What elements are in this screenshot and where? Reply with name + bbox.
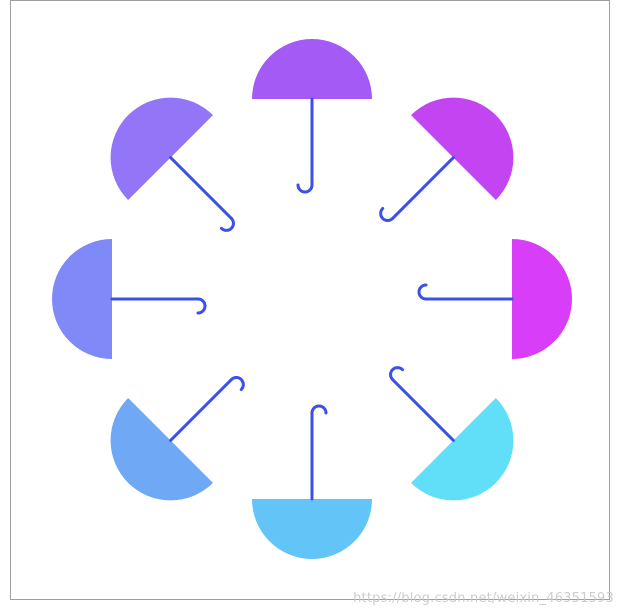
- umbrella-hook: [229, 376, 245, 392]
- umbrella-bottom-icon: [252, 404, 372, 559]
- umbrella-hook: [417, 283, 428, 301]
- umbrella-hook: [196, 297, 207, 315]
- umbrella-shaft: [169, 156, 233, 220]
- watermark-text: https://blog.csdn.net/weixin_46351593: [353, 591, 614, 606]
- umbrella-hook: [219, 216, 235, 232]
- umbrella-canopy: [410, 397, 514, 501]
- umbrella-canopy: [512, 239, 572, 359]
- umbrella-canopy: [110, 397, 214, 501]
- umbrella-ring: [52, 39, 572, 559]
- umbrella-canopy: [110, 97, 214, 201]
- umbrella-top-icon: [252, 39, 372, 194]
- umbrella-canopy: [52, 239, 112, 359]
- umbrella-hook: [389, 366, 405, 382]
- umbrella-top-left-icon: [110, 97, 235, 232]
- umbrella-hook: [296, 183, 314, 194]
- umbrella-hook: [379, 206, 395, 222]
- umbrella-canopy: [252, 39, 372, 99]
- umbrella-canopy: [410, 97, 514, 201]
- umbrella-right-icon: [417, 239, 572, 359]
- umbrella-canopy: [252, 499, 372, 559]
- umbrella-bottom-left-icon: [110, 376, 245, 501]
- umbrella-bottom-right-icon: [389, 366, 514, 501]
- umbrella-hook: [310, 404, 328, 415]
- umbrella-shaft: [391, 156, 455, 220]
- umbrella-shaft: [169, 378, 233, 442]
- umbrella-left-icon: [52, 239, 207, 359]
- umbrella-shaft: [391, 378, 455, 442]
- umbrella-top-right-icon: [379, 97, 514, 222]
